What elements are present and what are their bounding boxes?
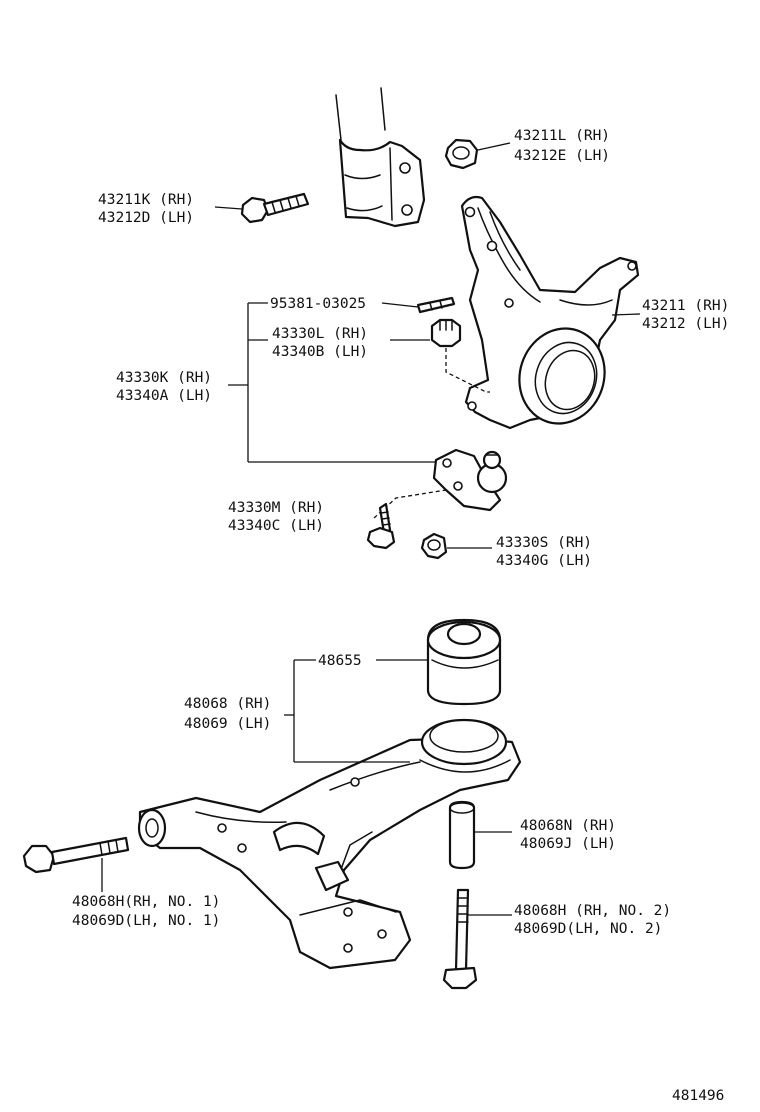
collar-drawing xyxy=(448,800,512,870)
upper-bolt-drawing xyxy=(214,192,310,224)
label-knuckle-rh: 43211 (RH) xyxy=(642,298,729,314)
label-ball-joint-lh: 43340A (LH) xyxy=(116,388,212,404)
diagram-number: 481496 xyxy=(672,1088,724,1104)
castle-nut-drawing xyxy=(390,318,490,393)
label-bolt-upper-lh: 43212D (LH) xyxy=(98,210,194,226)
label-bolt-no1-rh: 48068H(RH, NO. 1) xyxy=(72,894,220,910)
ball-joint-leader-tree xyxy=(228,302,436,463)
label-nut-upper-rh: 43211L (RH) xyxy=(514,128,610,144)
label-bolt-upper-rh: 43211K (RH) xyxy=(98,192,194,208)
label-bj-nut-rh: 43330S (RH) xyxy=(496,535,592,551)
label-bolt-no2-rh: 48068H (RH, NO. 2) xyxy=(514,903,671,919)
cotter-pin-drawing xyxy=(381,296,456,314)
label-castle-nut-lh: 43340B (LH) xyxy=(272,344,368,360)
label-bolt-no2-lh: 48069D(LH, NO. 2) xyxy=(514,921,662,937)
ball-joint-nut-drawing xyxy=(420,532,492,560)
ball-joint-bolt-drawing xyxy=(366,502,396,550)
label-collar-lh: 48069J (LH) xyxy=(520,836,616,852)
label-bushing: 48655 xyxy=(318,653,362,669)
label-ball-joint-rh: 43330K (RH) xyxy=(116,370,212,386)
ball-joint-drawing xyxy=(373,448,508,519)
label-nut-upper-lh: 43212E (LH) xyxy=(514,148,610,164)
bushing-drawing xyxy=(376,618,502,706)
label-cotter-pin: 95381-03025 xyxy=(270,296,366,312)
label-bj-bolt-rh: 43330M (RH) xyxy=(228,500,324,516)
label-arm-lh: 48069 (LH) xyxy=(184,716,271,732)
label-castle-nut-rh: 43330L (RH) xyxy=(272,326,368,342)
bolt-no1-drawing xyxy=(22,836,130,892)
label-bj-bolt-lh: 43340C (LH) xyxy=(228,518,324,534)
part-labels: 43211L (RH) 43212E (LH) 43211K (RH) 4321… xyxy=(72,128,729,1104)
bolt-no2-drawing xyxy=(442,888,512,990)
lower-control-arm-drawing xyxy=(137,718,522,970)
label-collar-rh: 48068N (RH) xyxy=(520,818,616,834)
lower-arm-leader-tree xyxy=(284,659,410,763)
upper-nut-drawing xyxy=(444,138,511,170)
strut-bracket-drawing xyxy=(335,87,426,228)
label-knuckle-lh: 43212 (LH) xyxy=(642,316,729,332)
steering-knuckle-drawing xyxy=(460,195,641,430)
label-arm-rh: 48068 (RH) xyxy=(184,696,271,712)
label-bj-nut-lh: 43340G (LH) xyxy=(496,553,592,569)
label-bolt-no1-lh: 48069D(LH, NO. 1) xyxy=(72,913,220,929)
